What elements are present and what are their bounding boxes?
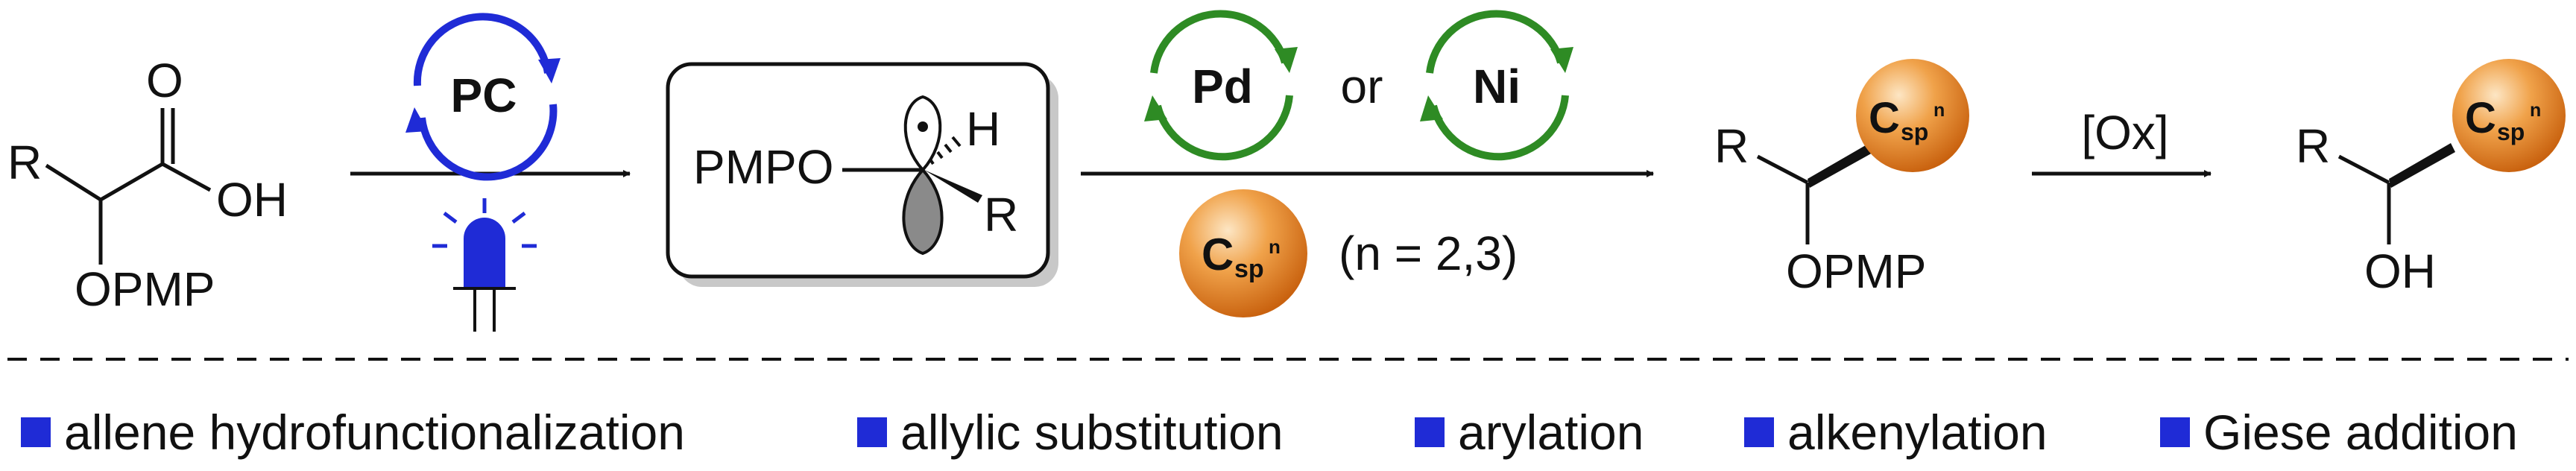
oxidant-label: [Ox] xyxy=(2081,106,2168,159)
application-label: allylic substitution xyxy=(900,405,1284,460)
partner-sup-label: n xyxy=(1269,236,1281,258)
reactant-bonds xyxy=(45,108,212,265)
application-label: allene hydrofunctionalization xyxy=(64,405,685,460)
radical-pmpo-label: PMPO xyxy=(693,140,833,194)
reactant-structure: R O OH OPMP xyxy=(7,54,288,316)
product-r-label: R xyxy=(1714,119,1749,173)
step2: Pd or Ni C sp n (n = 2,3) xyxy=(1081,10,1654,317)
blue-square-bullet-icon xyxy=(2160,417,2190,447)
radical-r-label: R xyxy=(984,188,1018,241)
application-item: allene hydrofunctionalization xyxy=(21,399,685,466)
p-orbital-icon xyxy=(902,95,944,256)
final-sup-label: n xyxy=(2530,100,2541,121)
or-label: or xyxy=(1341,60,1383,113)
final-oh-label: OH xyxy=(2364,244,2436,298)
step1: PC xyxy=(350,13,631,332)
product-bold-bond xyxy=(1808,143,1874,188)
reactant-opmp-label: OPMP xyxy=(75,262,215,316)
photocatalyst-label: PC xyxy=(451,69,517,122)
application-item: arylation xyxy=(1415,399,1644,466)
photocatalyst-cycle-icon xyxy=(405,13,561,181)
application-label: alkenylation xyxy=(1787,405,2048,460)
reactant-r-label: R xyxy=(7,136,42,189)
blue-square-bullet-icon xyxy=(1415,417,1445,447)
pd-cycle-icon xyxy=(1144,10,1298,161)
radical-h-label: H xyxy=(966,102,1000,156)
reactant-carbonyl-o-label: O xyxy=(146,54,183,107)
product-sub-label: sp xyxy=(1901,118,1928,145)
radical-hashed-bond xyxy=(929,136,962,165)
final-bold-bond xyxy=(2389,143,2455,188)
radical-wedge-bond xyxy=(924,170,982,203)
reactant-oh-label: OH xyxy=(216,173,288,227)
ni-label: Ni xyxy=(1473,60,1521,113)
final-structure: R C sp n OH xyxy=(2296,59,2566,298)
final-sub-label: sp xyxy=(2497,118,2525,145)
partner-sub-label: sp xyxy=(1234,255,1264,283)
product-sphere xyxy=(1856,59,1969,172)
product-structure: R C sp n OPMP xyxy=(1714,59,1969,298)
product-c-label: C xyxy=(1869,94,1900,142)
coupling-partner-sphere: C sp n xyxy=(1179,189,1307,317)
blue-square-bullet-icon xyxy=(1744,417,1774,447)
product-opmp-label: OPMP xyxy=(1786,244,1926,298)
application-item: allylic substitution xyxy=(857,399,1284,466)
partner-condition-label: (n = 2,3) xyxy=(1339,227,1518,280)
application-label: arylation xyxy=(1458,405,1644,460)
radical-intermediate: PMPO H R xyxy=(666,62,1058,287)
final-r-label: R xyxy=(2296,119,2330,173)
application-label: Giese addition xyxy=(2203,405,2518,460)
final-sphere xyxy=(2452,59,2566,172)
product-sup-label: n xyxy=(1933,100,1945,121)
application-item: Giese addition xyxy=(2160,399,2518,466)
final-c-label: C xyxy=(2465,94,2496,142)
blue-square-bullet-icon xyxy=(857,417,887,447)
step3: [Ox] xyxy=(2032,106,2212,177)
application-item: alkenylation xyxy=(1744,399,2048,466)
partner-c-label: C xyxy=(1202,230,1234,279)
ni-cycle-icon xyxy=(1420,10,1573,161)
pd-label: Pd xyxy=(1192,60,1253,113)
blue-square-bullet-icon xyxy=(21,417,51,447)
blue-led-icon xyxy=(432,198,537,332)
